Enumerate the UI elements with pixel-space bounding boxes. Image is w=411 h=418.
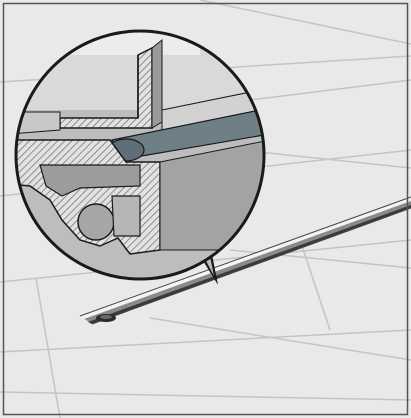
magnifier-lens	[14, 29, 266, 281]
lower-profile-section	[16, 139, 161, 255]
drain-channel	[79, 196, 411, 325]
drain-outlet	[96, 314, 116, 322]
